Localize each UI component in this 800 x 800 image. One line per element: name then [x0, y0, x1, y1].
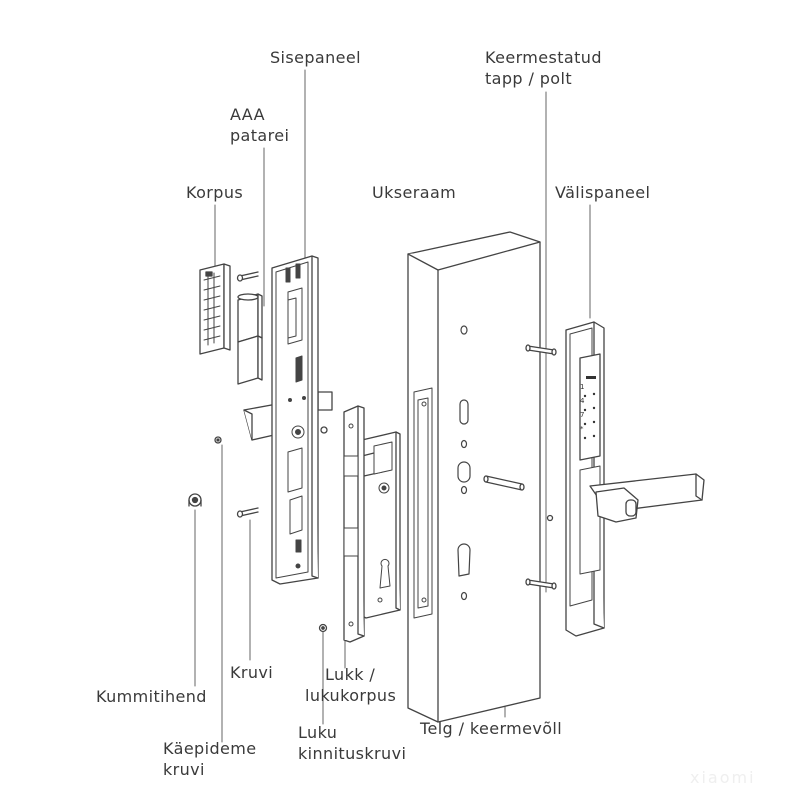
- watermark-logo: xiaomi: [690, 768, 756, 787]
- label-aaa-line1: AAA: [230, 105, 265, 124]
- screws-left: [238, 272, 259, 517]
- label-korpus: Korpus: [186, 183, 244, 202]
- label-lukk-line2: lukukorpus: [305, 686, 397, 705]
- handle-screw: [215, 437, 221, 443]
- inner-panel: [244, 256, 332, 584]
- label-luku-line1: Luku: [298, 723, 338, 742]
- keypad-key-2: 7: [580, 411, 584, 419]
- rubber-gasket: [189, 494, 201, 506]
- keypad-digits: 1 4 7 *: [580, 383, 585, 433]
- keypad-key-0: 1: [580, 383, 584, 391]
- label-lukk: Lukk / lukukorpus: [305, 664, 396, 706]
- label-lukk-line1: Lukk /: [325, 665, 376, 684]
- label-aaa-patarei: AAA patarei: [230, 104, 289, 146]
- label-luku-line2: kinnituskruvi: [298, 744, 407, 763]
- keypad-key-3: *: [580, 425, 584, 433]
- mortise-lock-body: [344, 406, 400, 642]
- door-frame: [408, 232, 540, 722]
- label-kaepideme-line2: kruvi: [163, 760, 205, 779]
- label-valispaneel: Välispaneel: [555, 183, 651, 202]
- aaa-batteries: [238, 294, 262, 384]
- keypad-key-1: 4: [580, 397, 585, 405]
- label-telg: Telg / keermevõll: [420, 719, 563, 738]
- label-kaepideme: Käepideme kruvi: [163, 738, 257, 780]
- label-ukseraam: Ukseraam: [372, 183, 457, 202]
- threaded-studs: [526, 345, 556, 589]
- label-keermestatud-line1: Keermestatud: [485, 48, 602, 67]
- label-aaa-line2: patarei: [230, 126, 290, 145]
- battery-cover: [200, 264, 230, 354]
- label-kummitihend: Kummitihend: [96, 687, 207, 706]
- label-luku-kinnituskruvi: Luku kinnituskruvi: [298, 722, 406, 764]
- label-sisepaneel: Sisepaneel: [270, 48, 362, 67]
- lock-fixing-screw: [320, 625, 327, 632]
- label-kaepideme-line1: Käepideme: [163, 739, 257, 758]
- label-kruvi: Kruvi: [230, 663, 274, 682]
- label-keermestatud: Keermestatud tapp / polt: [485, 47, 602, 89]
- outer-panel: [566, 322, 704, 636]
- label-keermestatud-line2: tapp / polt: [485, 69, 573, 88]
